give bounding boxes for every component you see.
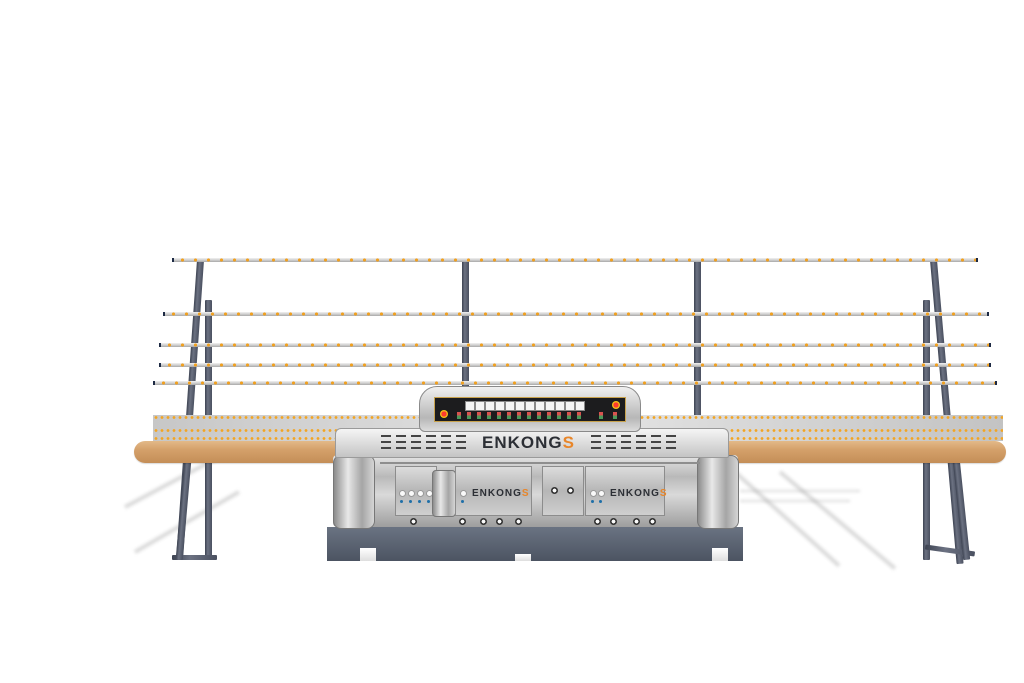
support-rail-4 [159, 363, 991, 367]
module-logo-left: ENKONGS [472, 488, 530, 499]
base-foot-center [515, 554, 531, 561]
grinding-module-3: ENKONGS [585, 466, 668, 516]
emergency-stop-left[interactable] [440, 410, 448, 418]
adjust-knob-2[interactable] [459, 518, 466, 525]
adjust-knob-5[interactable] [515, 518, 522, 525]
support-rail-3 [159, 343, 991, 347]
right-support-shadow [778, 470, 897, 570]
adjust-knob-8[interactable] [633, 518, 640, 525]
emergency-stop-right[interactable] [612, 401, 620, 409]
base-foot-right [712, 548, 728, 561]
left-end-cover [333, 455, 375, 529]
adjust-knob-9[interactable] [649, 518, 656, 525]
grinding-module-1 [395, 466, 437, 516]
left-leg-brace [172, 555, 217, 560]
adjust-knob-1[interactable] [410, 518, 417, 525]
center-left-post [462, 260, 469, 410]
machine-body [333, 455, 738, 527]
chute-cover-left [432, 470, 456, 517]
right-support-shadow-2 [733, 470, 841, 568]
adjust-knob-3[interactable] [480, 518, 487, 525]
control-panel [434, 397, 626, 422]
right-end-cover [697, 455, 739, 529]
machine-top-band: ENKONGS [335, 428, 729, 458]
base-foot-left [360, 548, 376, 561]
adjust-knob-4[interactable] [496, 518, 503, 525]
center-right-post [694, 260, 701, 420]
support-rail-1 [172, 258, 978, 262]
machine-brand-logo: ENKONGS [482, 433, 575, 452]
support-rail-5 [153, 381, 997, 385]
right-floor-shadow-2 [740, 500, 850, 502]
adjust-knob-6[interactable] [594, 518, 601, 525]
support-rail-2 [163, 312, 989, 316]
coolant-pipe [380, 462, 700, 464]
center-polish-module [542, 466, 584, 516]
right-floor-shadow [740, 490, 860, 492]
machine-base [327, 527, 743, 561]
adjust-knob-7[interactable] [610, 518, 617, 525]
grinding-module-2: ENKONGS [455, 466, 532, 516]
module-logo-right: ENKONGS [610, 488, 668, 499]
left-leg-outer [175, 459, 192, 561]
